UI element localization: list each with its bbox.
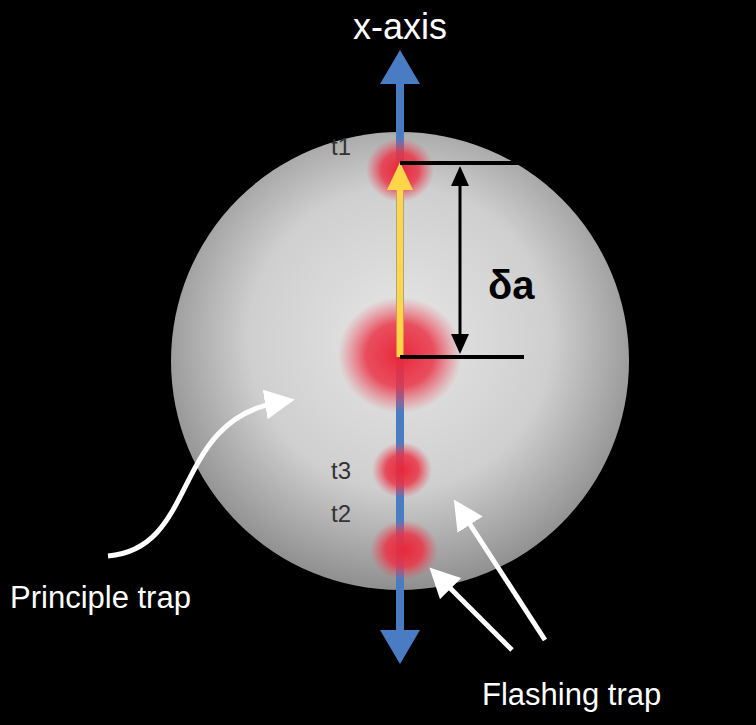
displacement-arrow <box>397 188 404 357</box>
flashing-trap <box>372 442 432 498</box>
dimension-head <box>451 334 469 354</box>
callout-label: Flashing trap <box>482 677 661 713</box>
dimension-line <box>459 182 462 338</box>
sphere <box>171 132 629 590</box>
callout-label: Principle trap <box>10 580 191 616</box>
axis-label: x-axis <box>353 6 447 47</box>
flashing-trap <box>370 520 438 580</box>
axis-head <box>380 50 420 84</box>
time-label: t1 <box>331 133 351 161</box>
pointer-arrow <box>440 578 512 650</box>
pointer-arrow <box>108 402 280 556</box>
dimension-line <box>400 161 524 165</box>
dimension-line <box>400 355 524 359</box>
axis-head <box>380 630 420 664</box>
dimension-head <box>451 166 469 186</box>
time-label: t3 <box>331 457 351 485</box>
dimension-label: δa <box>488 262 535 308</box>
time-label: t2 <box>331 500 351 528</box>
pointer-arrow <box>462 512 545 640</box>
displacement-head <box>387 162 413 190</box>
